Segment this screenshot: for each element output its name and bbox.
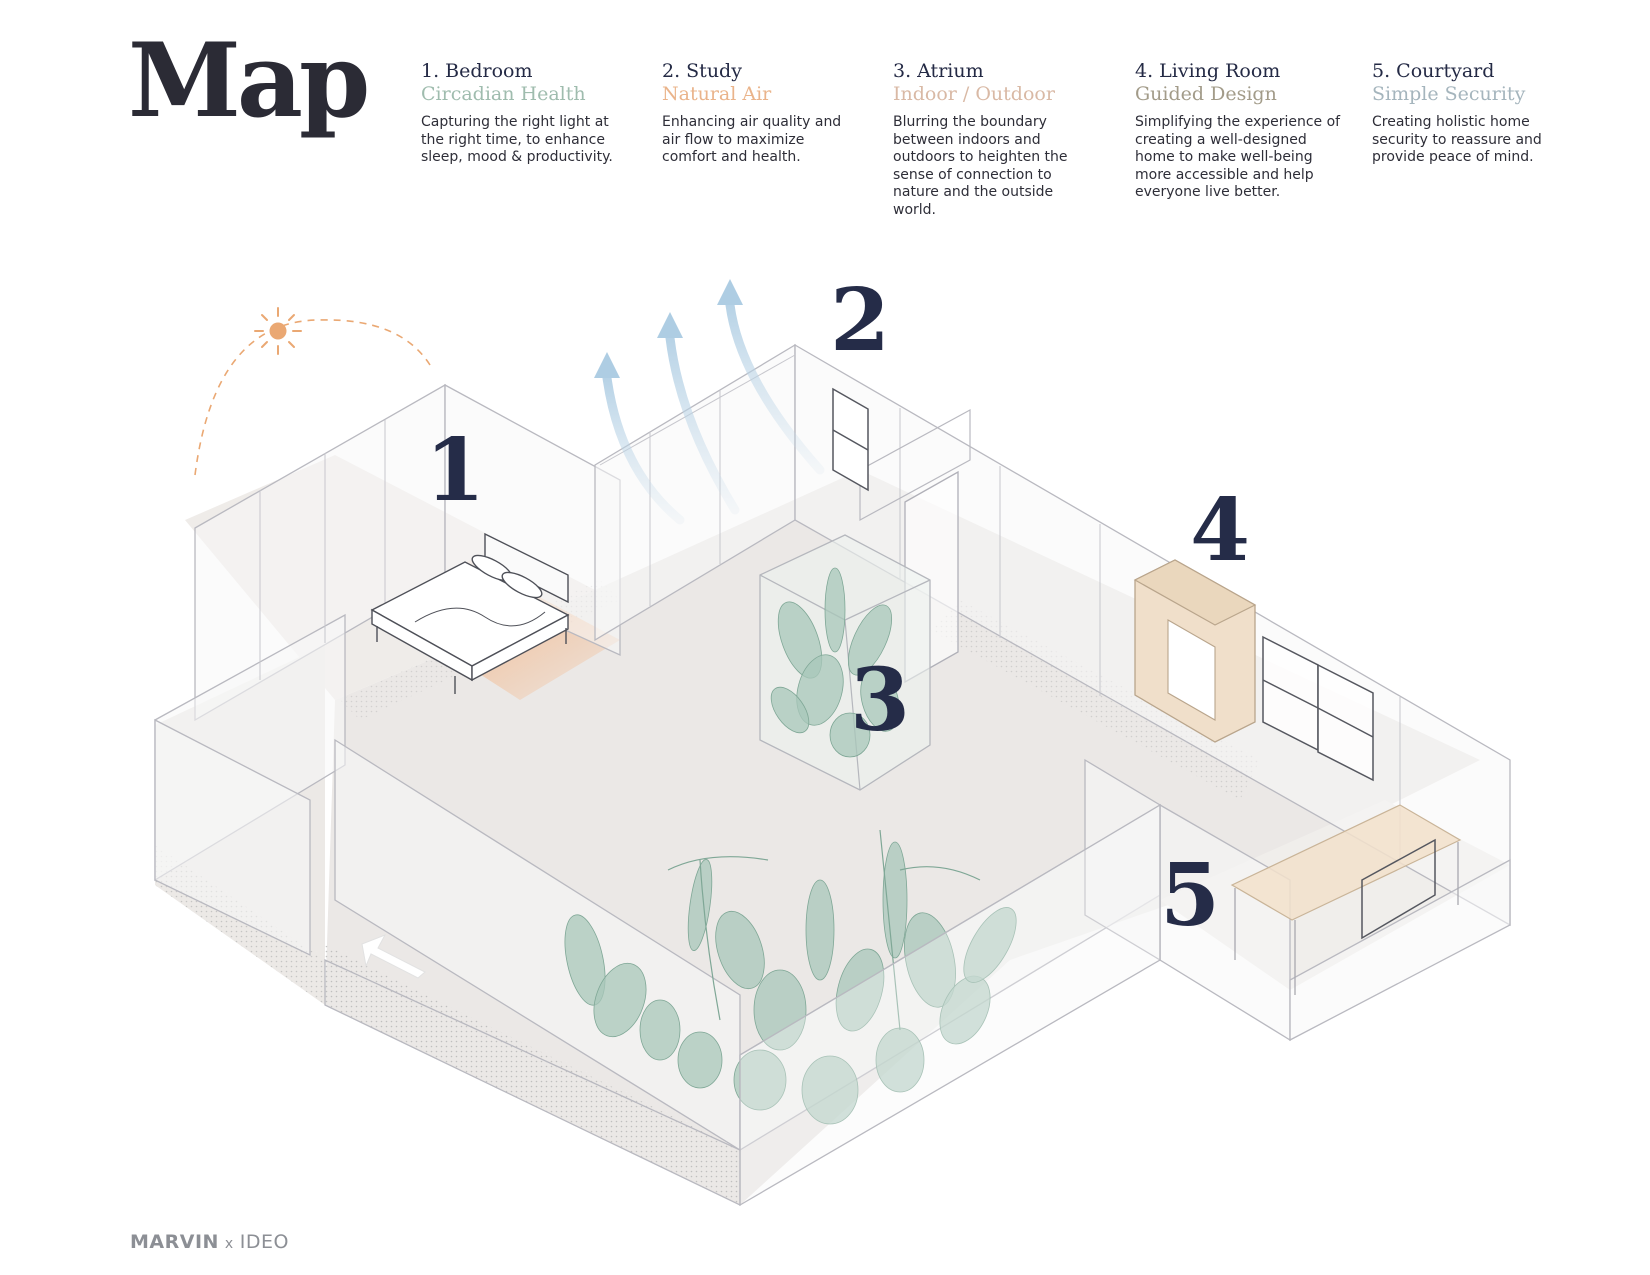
legend-description: Creating holistic home security to reass… bbox=[1372, 114, 1542, 165]
legend-subtitle: Simple Security bbox=[1372, 83, 1526, 105]
legend-item-living-room: 4. Living Room Guided Design Simplifying… bbox=[1135, 60, 1345, 202]
zone-marker-2: 2 bbox=[830, 270, 890, 371]
legend-heading: 2. Study bbox=[662, 60, 742, 82]
airflow-arrow-icon bbox=[602, 300, 825, 525]
wall-seams bbox=[259, 354, 1401, 862]
legend-item-bedroom: 1. Bedroom Circadian Health Capturing th… bbox=[421, 60, 631, 167]
courtyard-bench bbox=[1230, 804, 1462, 995]
legend-description: Simplifying the experience of creating a… bbox=[1135, 114, 1341, 200]
atrium-planter bbox=[759, 534, 931, 791]
wood-cabinet bbox=[1133, 559, 1257, 743]
legend-heading: 5. Courtyard bbox=[1372, 60, 1495, 82]
study-window bbox=[832, 387, 869, 492]
sun-icon bbox=[194, 307, 431, 476]
zone-marker-1: 1 bbox=[425, 420, 485, 521]
front-floor-edge bbox=[324, 958, 741, 1207]
atrium-wall-opening bbox=[859, 408, 971, 522]
page-title: Map bbox=[128, 21, 370, 141]
legend-heading: 1. Bedroom bbox=[421, 60, 533, 82]
zone-marker-5: 5 bbox=[1160, 845, 1220, 946]
brand-marvin: MARVIN bbox=[130, 1231, 219, 1253]
front-glass-wall bbox=[739, 803, 1161, 1207]
bed bbox=[370, 532, 570, 694]
living-room-windows bbox=[1262, 635, 1374, 782]
legend-item-courtyard: 5. Courtyard Simple Security Creating ho… bbox=[1372, 60, 1572, 167]
fern-fronds bbox=[667, 829, 981, 1031]
airflow-arrowheads bbox=[594, 279, 743, 378]
legend-subtitle: Natural Air bbox=[662, 83, 772, 105]
plant-icon bbox=[564, 841, 1017, 1125]
brand-separator: x bbox=[224, 1236, 234, 1252]
zone-marker-3: 3 bbox=[850, 650, 910, 751]
legend-item-atrium: 3. Atrium Indoor / Outdoor Blurring the … bbox=[893, 60, 1088, 219]
footer-logo: MARVIN x IDEO bbox=[130, 1231, 289, 1253]
zone-marker-4: 4 bbox=[1190, 480, 1250, 581]
legend-description: Enhancing air quality and air flow to ma… bbox=[662, 114, 842, 165]
plant-icon bbox=[770, 567, 900, 758]
legend-description: Blurring the boundary between indoors an… bbox=[893, 114, 1068, 218]
legend-heading: 4. Living Room bbox=[1135, 60, 1281, 82]
legend-subtitle: Guided Design bbox=[1135, 83, 1277, 105]
entry-arrow-icon bbox=[361, 934, 426, 979]
brand-ideo: IDEO bbox=[239, 1231, 289, 1253]
legend-subtitle: Indoor / Outdoor bbox=[893, 83, 1055, 105]
legend-description: Capturing the right light at the right t… bbox=[421, 114, 613, 165]
legend-heading: 3. Atrium bbox=[893, 60, 984, 82]
legend-item-study: 2. Study Natural Air Enhancing air quali… bbox=[662, 60, 847, 167]
legend-subtitle: Circadian Health bbox=[421, 83, 586, 105]
